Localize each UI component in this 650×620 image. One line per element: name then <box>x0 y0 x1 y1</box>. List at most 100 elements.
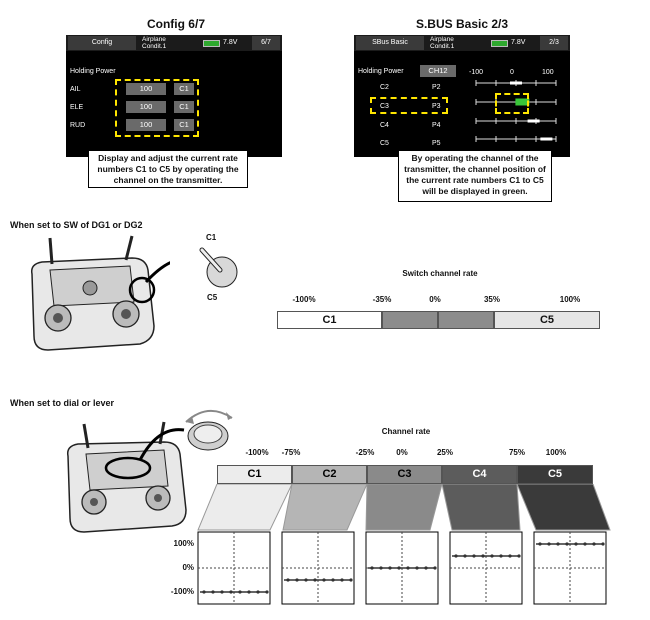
rate-point <box>565 542 569 546</box>
channel-button[interactable]: CH12 <box>420 65 456 77</box>
rate-point <box>463 554 467 558</box>
rate-point <box>220 590 224 594</box>
dial-segment-c5: C5 <box>517 465 593 484</box>
rate-point <box>304 578 308 582</box>
rate-point <box>340 578 344 582</box>
sbus-row-p5: P5 <box>432 140 441 147</box>
switch-bottom-label: C5 <box>207 293 218 302</box>
position-bar <box>540 137 553 141</box>
rate-point <box>454 554 458 558</box>
battery-icon <box>491 40 508 47</box>
sbus-holding-power-label: Holding Power <box>358 68 404 75</box>
ele-rate-box[interactable]: C1 <box>174 101 194 113</box>
rate-point <box>424 566 428 570</box>
sbus-screen-title: S.BUS Basic 2/3 <box>415 17 509 31</box>
rate-point <box>370 566 374 570</box>
scale-label-min: -100 <box>469 69 484 76</box>
dial-chart-title: Channel rate <box>381 427 431 436</box>
config-page-button[interactable]: 6/7 <box>252 36 280 50</box>
config-mode-line1: Airplane <box>142 36 166 43</box>
position-bar <box>510 81 522 85</box>
rate-point <box>499 554 503 558</box>
switch-tick-100: 100% <box>559 295 581 304</box>
sbus-row-p3: P3 <box>432 103 441 110</box>
sbus-callout: By operating the channel of the transmit… <box>398 150 552 202</box>
rate-point <box>472 554 476 558</box>
rate-point <box>202 590 206 594</box>
holding-power-label: Holding Power <box>70 68 116 75</box>
rate-point <box>490 554 494 558</box>
dial-tick-neg75: -75% <box>281 448 301 457</box>
c3-highlight <box>370 97 448 114</box>
row-label-rud: RUD <box>70 122 86 129</box>
rate-point <box>538 542 542 546</box>
battery-icon <box>203 40 220 47</box>
sbus-row-p2: P2 <box>432 84 441 91</box>
dial-tick-0: 0% <box>396 448 408 457</box>
sbus-mode-line1: Airplane <box>430 36 454 43</box>
switch-tick-neg100: -100% <box>292 295 316 304</box>
ail-rate-box[interactable]: C1 <box>174 83 194 95</box>
dial-segment-c4: C4 <box>442 465 517 484</box>
row-label-ele: ELE <box>70 104 84 111</box>
ele-value-box[interactable]: 100 <box>126 101 166 113</box>
sbus-tab-button[interactable]: SBus Basic <box>356 36 424 50</box>
y-label-100: 100% <box>173 539 194 548</box>
rate-point <box>397 566 401 570</box>
y-label-0: 0% <box>182 563 194 572</box>
sbus-mode-line2: Condit.1 <box>430 43 455 50</box>
dial-tick-100: 100% <box>545 448 567 457</box>
rate-point <box>286 578 290 582</box>
sbus-row-p4: P4 <box>432 122 441 129</box>
switch-illustration <box>199 247 238 288</box>
transmitter-dial-illustration <box>66 421 187 533</box>
rate-highlight <box>115 79 199 137</box>
config-tab-button[interactable]: Config <box>68 36 136 50</box>
transmitter-illustration <box>30 235 170 351</box>
config-callout: Display and adjust the current rate numb… <box>88 150 248 188</box>
y-label-neg100: -100% <box>170 587 194 596</box>
rate-point <box>388 566 392 570</box>
scale-label-zero: 0 <box>510 69 514 76</box>
config-screen: Config Airplane Condit.1 7.8V 6/7 Holdin… <box>66 35 282 157</box>
rate-point <box>508 554 512 558</box>
rate-point <box>547 542 551 546</box>
ail-value-box[interactable]: 100 <box>126 83 166 95</box>
rate-point <box>265 590 269 594</box>
rate-point <box>601 542 605 546</box>
rud-rate-box[interactable]: C1 <box>174 119 194 131</box>
rud-value-box[interactable]: 100 <box>126 119 166 131</box>
row-label-ail: AIL <box>70 86 81 93</box>
position-bar-green <box>515 98 530 106</box>
green-bar-highlight <box>495 93 529 114</box>
rate-point <box>331 578 335 582</box>
rate-point <box>556 542 560 546</box>
rate-point <box>238 590 242 594</box>
position-bar <box>527 119 540 123</box>
dial-tick-neg25: -25% <box>355 448 375 457</box>
dial-tick-75: 75% <box>508 448 525 457</box>
rate-point <box>349 578 353 582</box>
switch-segment-mid-right <box>438 311 494 329</box>
dial-tick-25: 25% <box>436 448 453 457</box>
sbus-page-button[interactable]: 2/3 <box>540 36 568 50</box>
rate-point <box>322 578 326 582</box>
rate-graphs <box>197 531 607 605</box>
config-screen-title: Config 6/7 <box>146 17 205 31</box>
sbus-row-c2: C2 <box>380 84 389 91</box>
rate-point <box>433 566 437 570</box>
rate-point <box>379 566 383 570</box>
switch-tick-35: 35% <box>483 295 500 304</box>
config-mode-line2: Condit.1 <box>142 43 167 50</box>
rate-point <box>247 590 251 594</box>
rate-point <box>256 590 260 594</box>
rate-point <box>415 566 419 570</box>
rate-point <box>574 542 578 546</box>
dial-segment-c3: C3 <box>367 465 442 484</box>
dial-segment-c2: C2 <box>292 465 367 484</box>
rate-point <box>211 590 215 594</box>
rate-point <box>295 578 299 582</box>
sbus-row-c3: C3 <box>380 103 389 110</box>
dial-illustration <box>185 410 233 451</box>
rate-point <box>406 566 410 570</box>
